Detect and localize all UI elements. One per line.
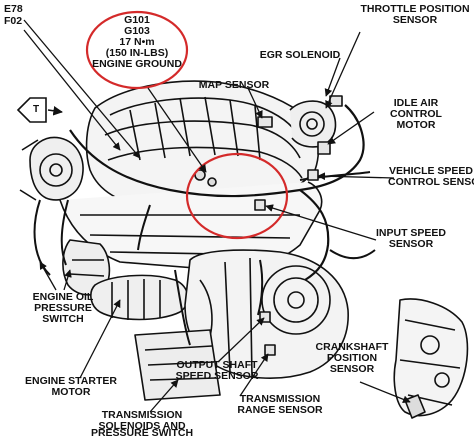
engine-ground-label: G101 G103 17 N•m (150 IN-LBS) ENGINE GRO… [92,15,182,70]
vehicle-speed-control-sensor-label: VEHICLE SPEED CONTROL SENSOR [388,166,474,188]
output-speed-line-1: OUTPUT SHAFT [176,359,258,371]
egr-solenoid-label: EGR SOLENOID [259,49,341,61]
connector-e78-label: E78 [4,3,23,15]
crank-line-1: CRANKSHAFT [315,341,389,353]
starter-line-1: ENGINE STARTER [25,375,117,387]
transmission-range-sensor-label: TRANSMISSION RANGE SENSOR [232,394,328,416]
ground-line-5: ENGINE GROUND [92,58,182,70]
trans-sol-line-3: PRESSURE SWITCH [90,427,194,439]
engine-starter-motor-label: ENGINE STARTER MOTOR [16,376,126,398]
map-sensor-label: MAP SENSOR [198,79,270,91]
crank-line-3: SENSOR [329,363,375,375]
throttle-line-2: SENSOR [392,14,438,26]
throttle-position-sensor-label: THROTTLE POSITION SENSOR [356,4,474,26]
crank-line-2: POSITION [326,352,378,364]
transmission-solenoids-label: TRANSMISSION SOLENOIDS AND PRESSURE SWIT… [86,410,198,442]
input-speed-line-1: INPUT SPEED [375,227,446,239]
connector-f02-label: F02 [4,15,23,27]
leader-lines [23,19,411,413]
engine-block-drawing [19,80,469,419]
output-shaft-speed-sensor-label: OUTPUT SHAFT SPEED SENSOR [168,360,266,382]
oil-line-1: ENGINE OIL [32,291,94,303]
ground-label-circle [85,10,189,90]
input-speed-sensor-label: INPUT SPEED SENSOR [364,228,458,250]
iac-line-3: MOTOR [396,119,436,131]
ground-line-1: G101 [124,14,150,26]
idle-air-control-motor-label: IDLE AIR CONTROL MOTOR [376,98,456,131]
ground-location-circle [185,152,289,240]
crankshaft-position-sensor-label: CRANKSHAFT POSITION SENSOR [310,342,394,375]
input-speed-line-2: SENSOR [388,238,434,250]
vss-line-1: VEHICLE SPEED [388,166,474,177]
ground-line-3: 17 N•m [119,36,155,48]
direction-mark-group [16,97,63,123]
throttle-line-1: THROTTLE POSITION [360,3,470,15]
iac-line-1: IDLE AIR [393,97,439,109]
trans-sol-line-1: TRANSMISSION [101,410,183,421]
oil-line-3: SWITCH [42,313,84,325]
output-speed-line-2: SPEED SENSOR [175,370,259,382]
iac-line-2: CONTROL [390,108,442,120]
trans-range-line-2: RANGE SENSOR [237,404,323,416]
highlight-circles [85,10,289,240]
trans-sol-line-2: SOLENOIDS AND [98,420,186,432]
oil-line-2: PRESSURE [34,302,92,314]
vss-line-2: CONTROL SENSOR [388,176,474,188]
ground-line-2: G103 [124,25,150,37]
engine-oil-pressure-switch-label: ENGINE OIL PRESSURE SWITCH [22,292,104,325]
starter-line-2: MOTOR [51,386,91,398]
trans-range-line-1: TRANSMISSION [239,393,321,405]
direction-mark-label: T [32,104,40,115]
ground-line-4: (150 IN-LBS) [105,47,169,59]
